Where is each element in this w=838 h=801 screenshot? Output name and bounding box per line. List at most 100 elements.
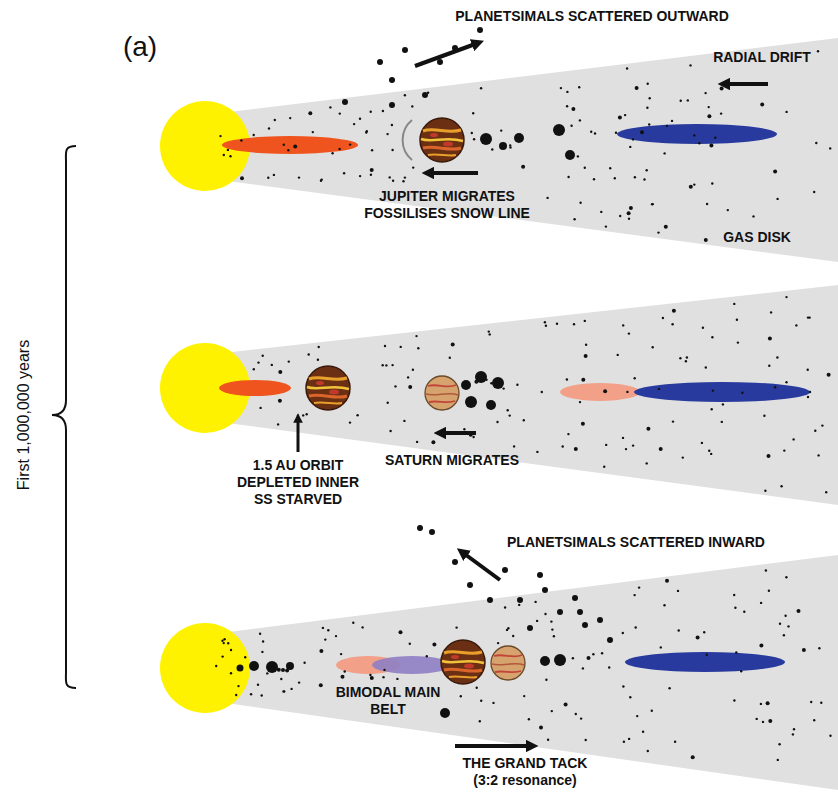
dust-dot <box>293 145 297 149</box>
dust-dot <box>648 123 650 125</box>
dust-dot <box>257 684 259 686</box>
dust-dot <box>477 27 483 33</box>
dust-dot <box>504 606 506 608</box>
dust-dot <box>622 324 624 326</box>
dust-dot <box>638 586 640 588</box>
dust-dot <box>324 638 326 640</box>
dust-dot <box>396 678 398 680</box>
dust-dot <box>253 368 255 370</box>
dust-dot <box>646 427 650 431</box>
dust-dot <box>577 155 579 157</box>
dust-dot <box>518 604 520 606</box>
dust-dot <box>449 357 451 359</box>
dust-dot <box>582 622 588 628</box>
dust-dot <box>539 726 543 730</box>
time-bracket <box>52 146 76 688</box>
dust-dot <box>382 676 384 678</box>
dust-dot <box>703 631 705 633</box>
dust-dot <box>407 376 409 378</box>
dust-dot <box>632 138 634 140</box>
dust-dot <box>566 105 568 107</box>
dust-dot <box>274 119 276 121</box>
dust-dot <box>550 620 552 622</box>
dust-dot <box>416 441 418 443</box>
annotation: JUPITER MIGRATES FOSSILISES SNOW LINE <box>352 188 542 222</box>
dust-dot <box>646 107 648 109</box>
dust-dot <box>617 354 619 356</box>
dust-dot <box>476 687 478 689</box>
dust-dot <box>496 421 498 423</box>
dust-dot <box>756 718 758 720</box>
dust-dot <box>259 633 261 635</box>
dust-dot <box>628 738 630 740</box>
dust-dot <box>722 403 724 405</box>
dust-dot <box>240 139 242 141</box>
dust-dot <box>280 678 282 680</box>
dust-dot <box>370 168 374 172</box>
inner-belt <box>219 380 291 396</box>
outer-belt <box>617 124 777 144</box>
dust-dot <box>273 174 275 176</box>
dust-dot <box>567 176 569 178</box>
dust-dot <box>592 653 594 655</box>
dust-dot <box>574 447 578 451</box>
dust-dot <box>702 327 704 329</box>
dust-dot <box>329 106 331 108</box>
dust-dot <box>708 450 710 452</box>
dust-dot <box>509 146 511 148</box>
annotation: PLANETSIMALS SCATTERED INWARD <box>507 534 765 551</box>
dust-dot <box>603 389 607 393</box>
dust-dot <box>545 679 547 681</box>
dust-dot <box>686 356 688 358</box>
dust-dot <box>331 152 333 154</box>
dust-dot <box>785 111 787 113</box>
dust-dot <box>711 182 713 184</box>
dust-dot <box>689 64 691 66</box>
dust-dot <box>564 703 568 707</box>
dust-dot <box>825 491 827 493</box>
dust-dot <box>626 67 628 69</box>
dust-dot <box>327 629 329 631</box>
dust-dot <box>601 652 603 654</box>
dust-dot <box>432 643 436 647</box>
dust-dot <box>269 669 271 671</box>
dust-dot <box>693 134 695 136</box>
dust-dot <box>370 676 374 680</box>
dust-dot <box>497 642 499 644</box>
dust-dot <box>580 717 582 719</box>
dust-dot <box>308 353 310 355</box>
orbit-arrow <box>297 418 300 452</box>
dust-dot <box>545 325 547 327</box>
dust-dot <box>268 127 270 129</box>
dust-dot <box>689 185 693 189</box>
dust-dot <box>523 695 525 697</box>
dust-dot <box>733 594 735 596</box>
dust-dot <box>537 572 543 578</box>
migration-arrow <box>428 171 478 175</box>
dust-dot <box>687 99 689 101</box>
dust-dot <box>509 414 511 416</box>
dust-dot <box>785 576 787 578</box>
dust-dot <box>680 100 682 102</box>
dust-dot <box>720 112 722 114</box>
dust-dot <box>488 330 490 332</box>
dust-dot <box>566 91 568 93</box>
dust-dot <box>605 444 607 446</box>
dust-dot <box>760 102 764 106</box>
dust-dot <box>668 687 670 689</box>
jupiter <box>441 640 485 684</box>
dust-dot <box>556 323 558 325</box>
dust-dot <box>768 365 770 367</box>
dust-dot <box>308 111 312 115</box>
dust-dot <box>391 124 393 126</box>
dust-dot <box>259 407 261 409</box>
dust-dot <box>714 137 716 139</box>
dust-dot <box>303 662 305 664</box>
dust-dot <box>570 125 572 127</box>
dust-dot <box>509 144 511 146</box>
dust-dot <box>463 428 465 430</box>
dust-dot <box>412 369 414 371</box>
dust-dot <box>338 148 340 150</box>
dust-dot <box>579 401 581 403</box>
